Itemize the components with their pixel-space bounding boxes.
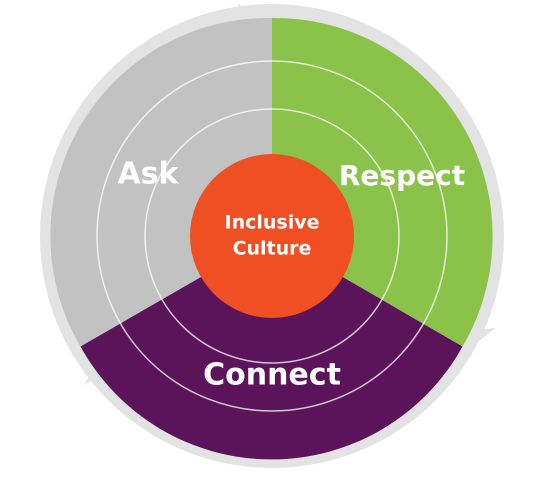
guide-circle-outer bbox=[96, 60, 448, 412]
center-circle bbox=[190, 154, 354, 318]
segment-connect bbox=[80, 236, 463, 460]
segment-label-ask: Ask bbox=[117, 157, 179, 192]
center-label-line1: Inclusive bbox=[225, 212, 320, 234]
segment-label-connect: Connect bbox=[203, 358, 341, 393]
center-label-line2: Culture bbox=[233, 238, 312, 260]
guide-circle-inner bbox=[144, 108, 400, 364]
segment-label-respect: Respect bbox=[339, 159, 465, 192]
